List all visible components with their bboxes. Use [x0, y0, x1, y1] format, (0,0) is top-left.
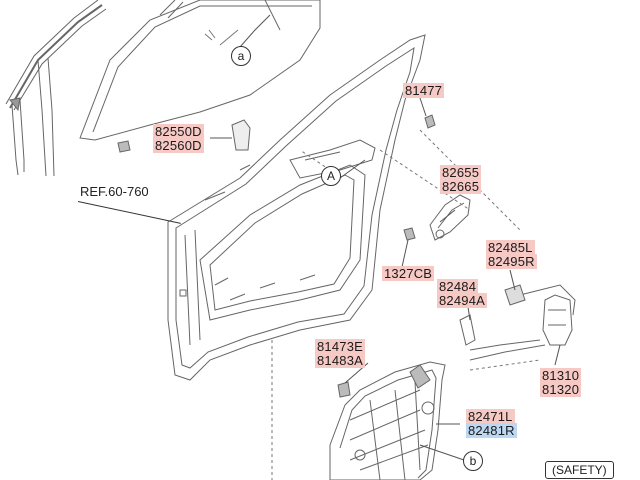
part-number: 82495R	[486, 254, 537, 269]
part-number: 82484	[437, 279, 479, 294]
part-number: 82550D	[153, 124, 204, 139]
part-number: 82665	[440, 179, 482, 194]
part-number: 82471L	[466, 409, 515, 424]
part-82655-82665[interactable]: 82655 82665	[440, 165, 482, 194]
part-1327CB[interactable]: 1327CB	[382, 266, 435, 281]
ref-label: REF.60-760	[80, 184, 149, 199]
window-glass-outline	[79, 0, 321, 141]
part-82484-82494A[interactable]: 82484 82494A	[437, 279, 488, 308]
callout-a: a	[231, 46, 251, 66]
part-81473E-81483A[interactable]: 81473E 81483A	[315, 339, 366, 368]
safety-tag: (SAFETY)	[545, 461, 614, 479]
part-number: 82655	[440, 165, 482, 180]
small-parts	[117, 114, 476, 398]
part-number: 1327CB	[382, 266, 435, 281]
part-number: 81483A	[315, 353, 366, 368]
part-number: 81477	[403, 83, 445, 98]
latch-assembly	[469, 284, 576, 361]
part-82550D-82560D[interactable]: 82550D 82560D	[153, 124, 204, 153]
part-number: 82485L	[486, 240, 535, 255]
leader-lines	[210, 14, 561, 461]
part-82471L-82481R[interactable]: 82471L 82481R	[466, 409, 517, 438]
door-shell	[167, 34, 426, 381]
callout-A: A	[321, 166, 341, 186]
window-channel	[5, 0, 184, 177]
part-number: 82481R	[466, 423, 517, 438]
part-number: 81310	[540, 368, 582, 383]
part-number: 81473E	[315, 339, 366, 354]
inside-handle	[429, 194, 471, 241]
part-number: 81320	[540, 382, 582, 397]
door-module	[329, 361, 446, 480]
part-81477[interactable]: 81477	[403, 83, 445, 98]
part-82485L-82495R[interactable]: 82485L 82495R	[486, 240, 537, 269]
part-number: 82494A	[437, 293, 488, 308]
part-number: 82560D	[153, 138, 204, 153]
callout-b: b	[463, 451, 483, 471]
part-81310-81320[interactable]: 81310 81320	[540, 368, 582, 397]
